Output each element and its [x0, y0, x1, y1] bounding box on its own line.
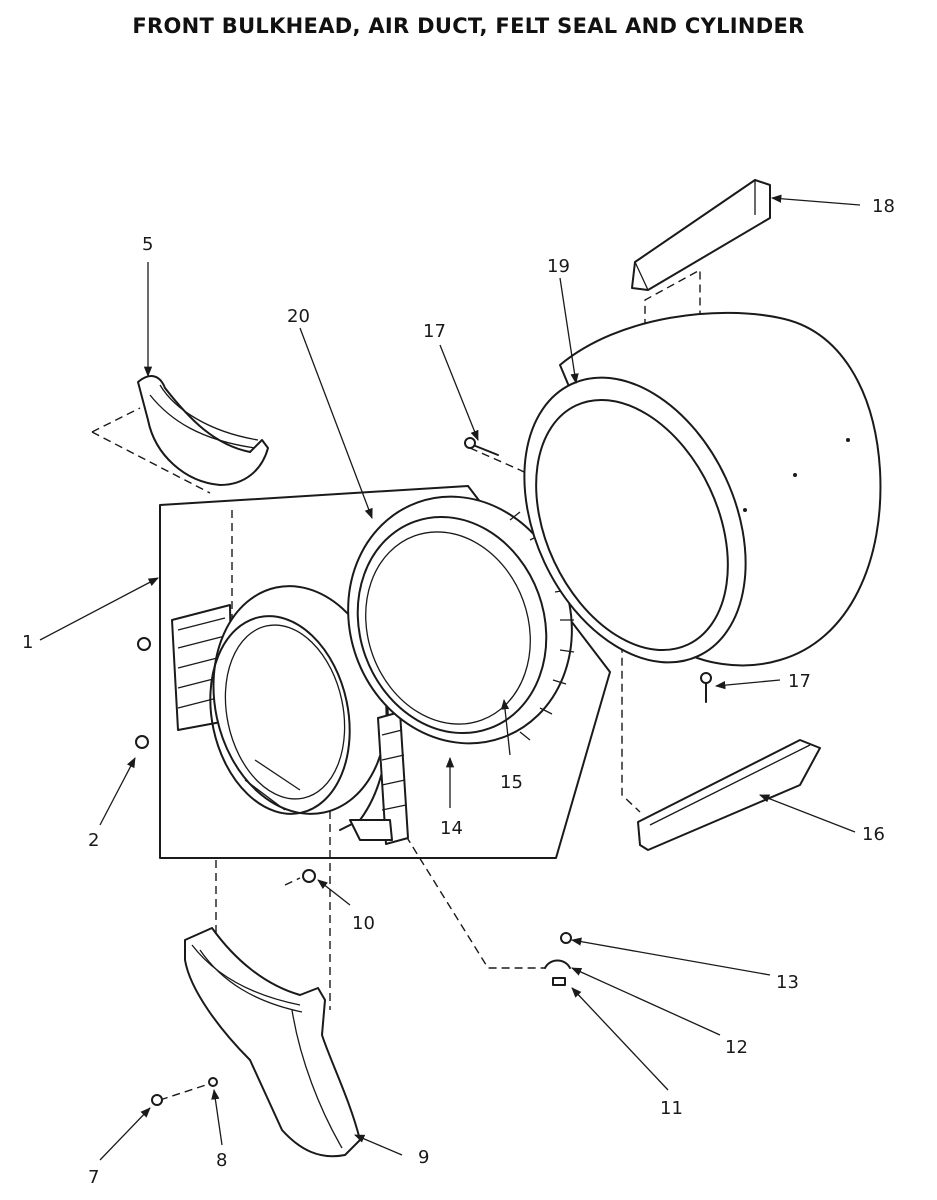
callout-19: 19: [547, 256, 570, 277]
callout-17-lower: 17: [788, 671, 811, 692]
air-duct-lower: [184, 927, 361, 1158]
callout-15: 15: [500, 772, 523, 793]
drum-baffle-top: [631, 179, 771, 291]
drum-baffle-bottom: [637, 739, 821, 851]
diagram-title: FRONT BULKHEAD, AIR DUCT, FELT SEAL AND …: [132, 14, 805, 38]
callout-16: 16: [862, 824, 885, 845]
callout-7: 7: [88, 1167, 99, 1188]
front-bulkhead-panel: [159, 485, 611, 859]
callout-17-upper: 17: [423, 321, 446, 342]
callout-1: 1: [22, 632, 33, 653]
front-bracket-plate: [349, 711, 409, 845]
leader-lines: [39, 194, 861, 1161]
callout-10: 10: [352, 913, 375, 934]
callout-12: 12: [725, 1037, 748, 1058]
callout-18: 18: [872, 196, 895, 217]
callout-5: 5: [142, 234, 153, 255]
callout-8: 8: [216, 1150, 227, 1171]
drum-cylinder: [523, 311, 882, 667]
felt-seal-ring: [347, 495, 575, 745]
callout-20: 20: [287, 306, 310, 327]
callout-9: 9: [418, 1147, 429, 1168]
callout-13: 13: [776, 972, 799, 993]
screw-hardware: [135, 437, 712, 1106]
callout-11: 11: [660, 1098, 683, 1119]
callout-labels: 1 2 5 7 8 9 10 11 12 13 14 15 16 17 17 1…: [22, 196, 895, 1188]
air-duct-top-part: [137, 375, 269, 486]
callout-2: 2: [88, 830, 99, 851]
callout-14: 14: [440, 818, 463, 839]
